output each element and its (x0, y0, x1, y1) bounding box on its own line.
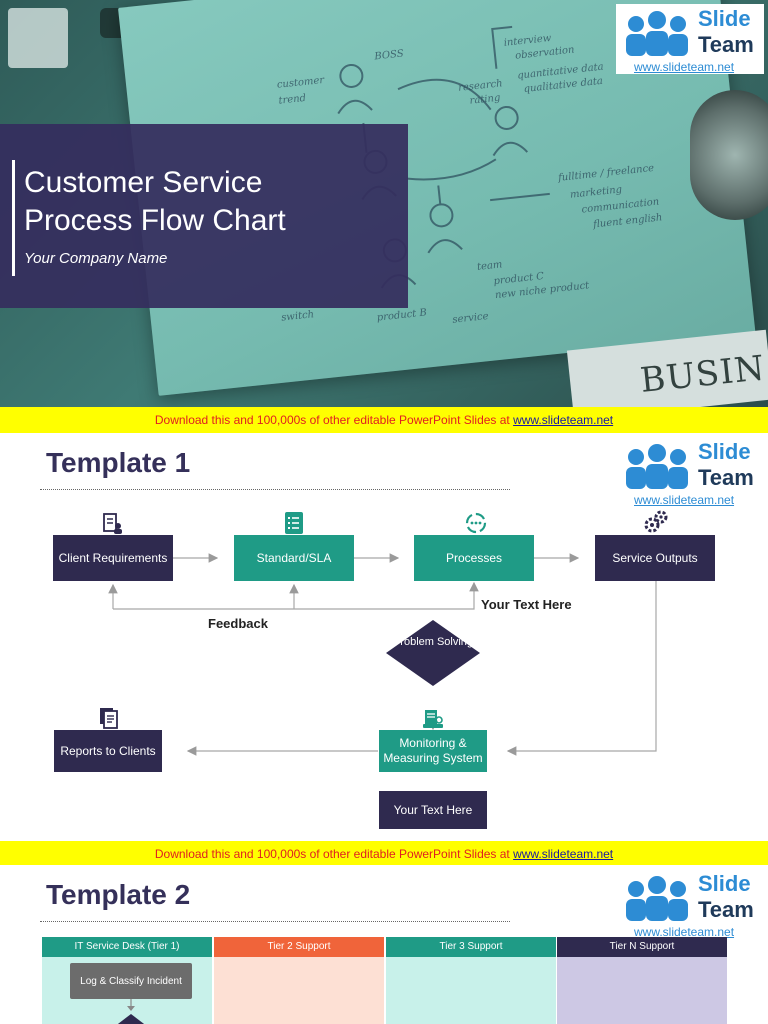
monitoring-box: Monitoring & Measuring System (379, 730, 487, 772)
title-box: Customer Service Process Flow Chart Your… (0, 124, 408, 308)
logo-slide-text: Slide (698, 439, 751, 464)
logo-url[interactable]: www.slideteam.net (634, 493, 735, 507)
cycle-process-icon (465, 512, 487, 534)
team-people-icon (626, 11, 688, 56)
processes-box: Processes (414, 535, 534, 581)
client-requirements-box: Client Requirements (53, 535, 173, 581)
reports-icon (100, 708, 118, 729)
column-tier3: Tier 3 Support (386, 937, 556, 1024)
team-people-icon (626, 444, 688, 489)
logo-slide-text: Slide (698, 871, 751, 896)
column-tiern: Tier N Support (557, 937, 727, 1024)
banner-link[interactable]: www.slideteam.net (513, 847, 614, 861)
log-classify-box: Log & Classify Incident (70, 963, 192, 999)
slideteam-logo: Slide Team www.slideteam.net (616, 437, 764, 507)
logo-team-text: Team (698, 32, 754, 57)
standard-sla-box: Standard/SLA (234, 535, 354, 581)
checklist-icon (285, 512, 303, 534)
column-header: Tier N Support (557, 937, 727, 957)
template2-title: Template 2 (46, 879, 191, 910)
column-body (214, 957, 384, 1024)
feedback-label: Feedback (208, 616, 268, 631)
monitoring-icon (423, 710, 443, 728)
service-outputs-box: Service Outputs (595, 535, 715, 581)
logo-team-text: Team (698, 897, 754, 922)
column-tier2: Tier 2 Support (214, 937, 384, 1024)
gears-icon (644, 510, 668, 533)
company-name: Your Company Name (24, 250, 168, 267)
logo-team-text: Team (698, 465, 754, 490)
banner-text: Download this and 100,000s of other edit… (154, 413, 514, 427)
slide-title-line1: Customer Service (24, 166, 263, 199)
banner-link[interactable]: www.slideteam.net (513, 413, 614, 427)
logo-slide-text: Slide (698, 6, 751, 31)
reports-to-clients-box: Reports to Clients (54, 730, 162, 772)
slide-title-line2: Process Flow Chart (24, 204, 286, 237)
slideteam-logo: Slide Team www.slideteam.net (616, 4, 764, 74)
template2-slide: Template 2 Slide Team www.slideteam.net … (0, 865, 768, 1024)
banner-text: Download this and 100,000s of other edit… (154, 847, 514, 861)
title-accent-bar (12, 160, 15, 276)
download-banner: Download this and 100,000s of other edit… (0, 407, 768, 433)
title-slide: BOSS customer trend research rating inte… (0, 0, 768, 407)
your-text-top: Your Text Here (481, 597, 572, 612)
your-text-bottom-box: Your Text Here (379, 791, 487, 829)
column-body (557, 957, 727, 1024)
problem-solving-text: Problem Solving (392, 636, 474, 648)
team-people-icon (626, 876, 688, 921)
alarm-clock-photo (690, 90, 768, 220)
column-header: IT Service Desk (Tier 1) (42, 937, 212, 957)
problem-solving-diamond (386, 620, 480, 686)
title-divider (40, 921, 510, 922)
column-header: Tier 2 Support (214, 937, 384, 957)
flow-connectors (108, 553, 657, 756)
template1-slide: Template 1 Slide Team www.slideteam.net (0, 433, 768, 841)
column-header: Tier 3 Support (386, 937, 556, 957)
logo-url[interactable]: www.slideteam.net (634, 925, 735, 939)
client-document-icon (103, 513, 122, 534)
column-body (386, 957, 556, 1024)
tablet-photo-element (8, 8, 68, 68)
flow-arrow-diamond (117, 999, 145, 1024)
title-divider (40, 489, 510, 490)
newspaper-headline: BUSIN (638, 348, 768, 402)
template1-title: Template 1 (46, 447, 191, 478)
logo-url[interactable]: www.slideteam.net (634, 60, 735, 74)
slide-title: Customer Service Process Flow Chart (24, 164, 404, 240)
slideteam-logo: Slide Team www.slideteam.net (616, 869, 764, 939)
download-banner: Download this and 100,000s of other edit… (0, 841, 768, 867)
